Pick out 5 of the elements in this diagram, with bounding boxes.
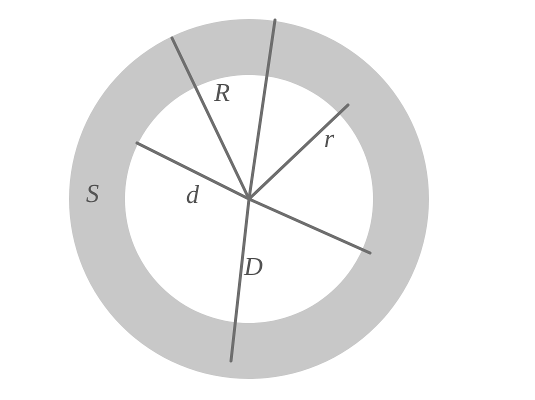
outer-radius-label: R: [214, 80, 230, 106]
outer-diameter-label: D: [244, 254, 263, 280]
area-label: S: [86, 181, 99, 207]
inner-radius-label: r: [324, 126, 334, 152]
inner-diameter-label: d: [186, 182, 199, 208]
